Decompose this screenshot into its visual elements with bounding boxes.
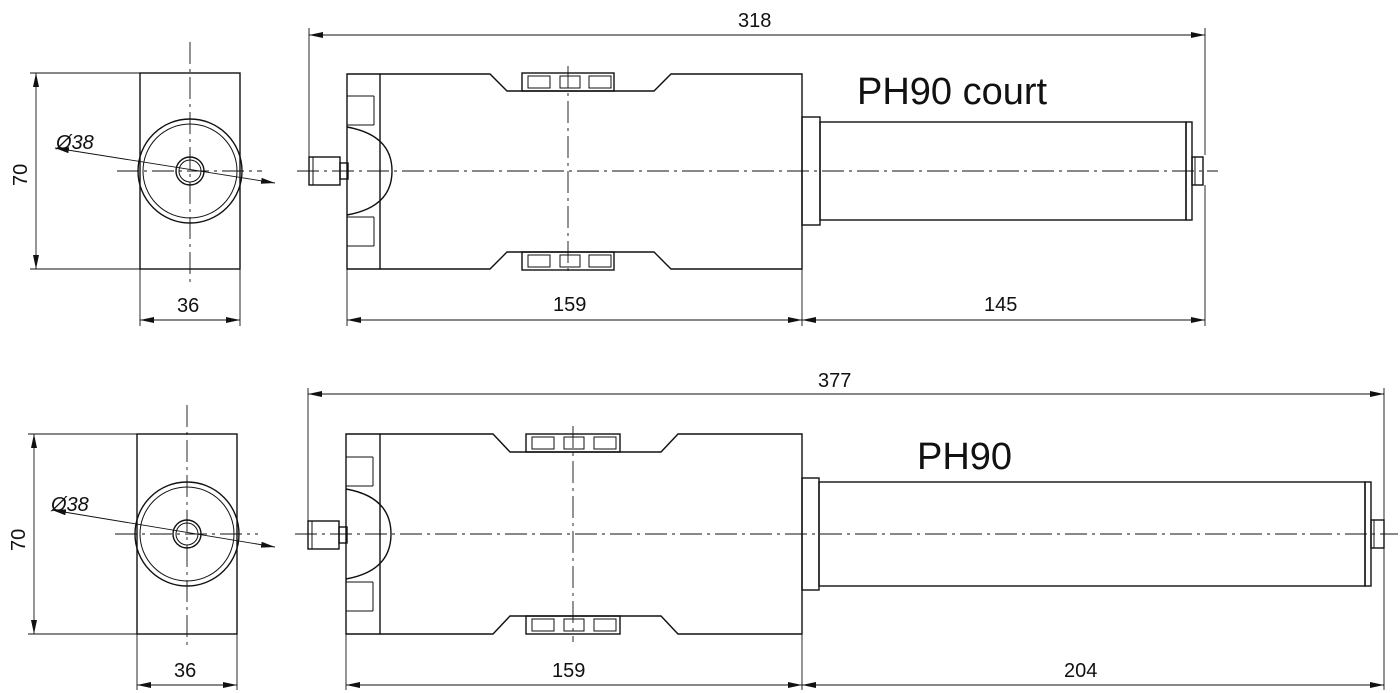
height-dimension-top	[30, 72, 140, 270]
body-length-label-bottom: 159	[552, 660, 585, 682]
title-bottom: PH90	[917, 436, 1012, 478]
title-top: PH90 court	[857, 71, 1048, 113]
bottom-dimensions-top	[346, 185, 1206, 326]
bottom-dimensions-bottom	[345, 548, 1385, 690]
side-view-bottom	[295, 426, 1398, 642]
height-dimension-bottom	[28, 433, 137, 635]
drawing-ph90: Ø38 70 36	[8, 370, 1398, 690]
overall-dimension-bottom	[307, 388, 1385, 521]
width-label-bottom: 36	[174, 660, 196, 682]
height-label-top: 70	[10, 164, 32, 186]
body-length-label-top: 159	[553, 294, 586, 316]
width-dimension-bottom	[136, 634, 238, 690]
diameter-label-bottom: Ø38	[50, 494, 89, 516]
side-view-top	[297, 66, 1218, 276]
width-dimension-top	[139, 269, 241, 326]
cylinder-length-label-top: 145	[984, 294, 1017, 316]
drawing-ph90-court: Ø38 70 36	[10, 10, 1218, 326]
end-view-bottom	[51, 405, 276, 648]
end-view-top	[54, 42, 276, 283]
width-label-top: 36	[177, 295, 199, 317]
overall-dimension-top	[308, 28, 1206, 157]
overall-length-label-bottom: 377	[818, 370, 851, 392]
cylinder-length-label-bottom: 204	[1064, 660, 1097, 682]
diameter-label-top: Ø38	[55, 132, 94, 154]
overall-length-label-top: 318	[738, 10, 771, 32]
height-label-bottom: 70	[8, 529, 30, 551]
